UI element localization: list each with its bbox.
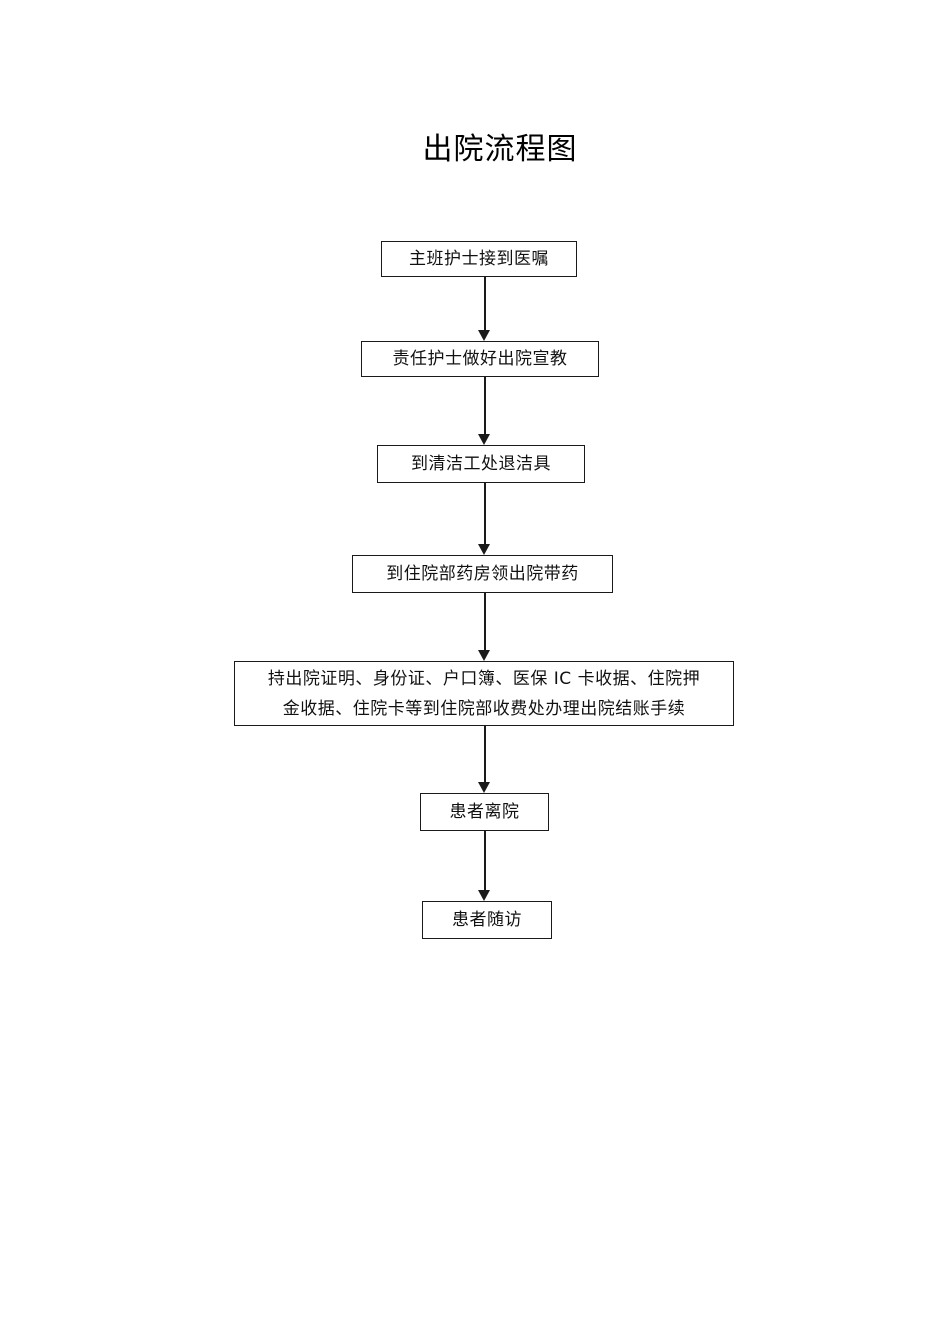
flow-node-label: 到住院部药房领出院带药	[386, 564, 579, 584]
flow-connector-6	[484, 831, 486, 890]
flow-arrowhead-1-icon	[478, 330, 490, 341]
flow-connector-2	[484, 377, 486, 434]
flow-node-collect-discharge-medication: 到住院部药房领出院带药	[352, 555, 613, 593]
page-title-text: 出院流程图	[422, 132, 578, 167]
flow-node-settle-discharge-billing: 持出院证明、身份证、户口簿、医保 IC 卡收据、住院押 金收据、住院卡等到住院部…	[234, 661, 734, 726]
flow-arrowhead-4-icon	[478, 650, 490, 661]
flow-arrowhead-5-icon	[478, 782, 490, 793]
flow-arrowhead-2-icon	[478, 434, 490, 445]
page-title: 出院流程图	[0, 130, 950, 170]
flow-node-label: 主班护士接到医嘱	[409, 249, 549, 269]
flow-node-return-cleaning-supplies: 到清洁工处退洁具	[377, 445, 585, 483]
flow-node-patient-followup: 患者随访	[422, 901, 552, 939]
flow-node-label: 持出院证明、身份证、户口簿、医保 IC 卡收据、住院押 金收据、住院卡等到住院部…	[267, 668, 701, 719]
flow-connector-4	[484, 593, 486, 650]
flow-arrowhead-6-icon	[478, 890, 490, 901]
flow-connector-5	[484, 726, 486, 782]
flow-node-label: 患者离院	[449, 802, 520, 822]
flow-node-patient-leaves-hospital: 患者离院	[420, 793, 549, 831]
flow-connector-1	[484, 277, 486, 330]
flow-connector-3	[484, 483, 486, 544]
flow-node-label: 患者随访	[452, 910, 522, 930]
flow-arrowhead-3-icon	[478, 544, 490, 555]
flow-node-label: 责任护士做好出院宣教	[392, 349, 568, 369]
flow-node-label: 到清洁工处退洁具	[411, 454, 551, 474]
flow-node-main-nurse-receives-order: 主班护士接到医嘱	[381, 241, 577, 277]
flow-node-nurse-discharge-education: 责任护士做好出院宣教	[361, 341, 599, 377]
